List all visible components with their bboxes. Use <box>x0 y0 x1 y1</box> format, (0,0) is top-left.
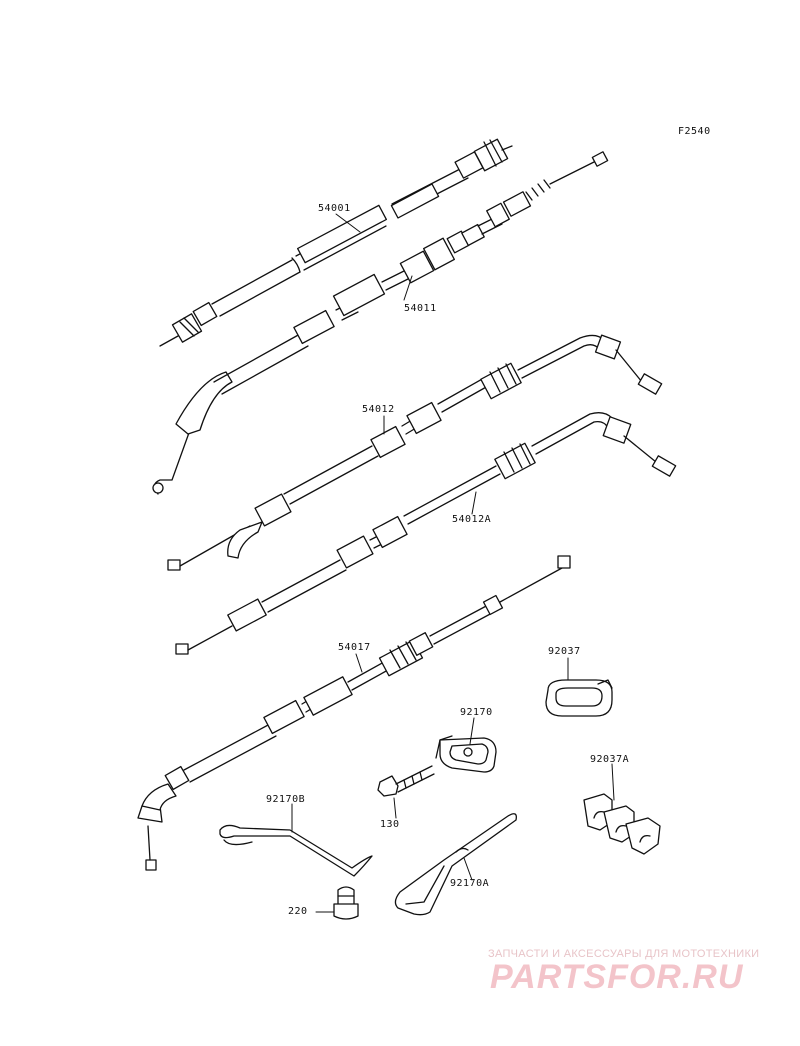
label-54017: 54017 <box>338 642 371 653</box>
figure-code: F2540 <box>678 126 711 137</box>
label-92170a: 92170A <box>450 878 490 889</box>
watermark-logo: PARTSFOR.RU <box>490 958 744 996</box>
cable-54012[interactable] <box>167 334 663 571</box>
label-54011: 54011 <box>404 303 437 314</box>
cable-54001[interactable] <box>159 138 513 347</box>
label-92037: 92037 <box>548 646 581 657</box>
leader-lines <box>291 213 615 913</box>
clamp-92170[interactable] <box>435 735 497 773</box>
label-220: 220 <box>288 906 308 917</box>
bolt-130[interactable] <box>377 765 435 797</box>
label-92037a: 92037A <box>590 754 630 765</box>
bolt-220[interactable] <box>333 886 359 920</box>
label-54012: 54012 <box>362 404 395 415</box>
cable-54017[interactable] <box>137 555 571 871</box>
label-54012a: 54012A <box>452 514 492 525</box>
label-130: 130 <box>380 819 400 830</box>
label-54001: 54001 <box>318 203 351 214</box>
watermark-tagline: ЗАПЧАСТИ И АКСЕССУАРЫ ДЛЯ МОТОТЕХНИКИ <box>488 948 760 960</box>
grommet-92037[interactable] <box>545 679 613 717</box>
wire-guide-92170a[interactable] <box>394 813 517 916</box>
label-92170b: 92170B <box>266 794 306 805</box>
grommet-92037a[interactable] <box>583 793 661 855</box>
cable-54012a[interactable] <box>175 412 677 655</box>
label-92170: 92170 <box>460 707 493 718</box>
cable-54011[interactable] <box>152 151 609 495</box>
wire-guide-92170b[interactable] <box>219 824 373 877</box>
